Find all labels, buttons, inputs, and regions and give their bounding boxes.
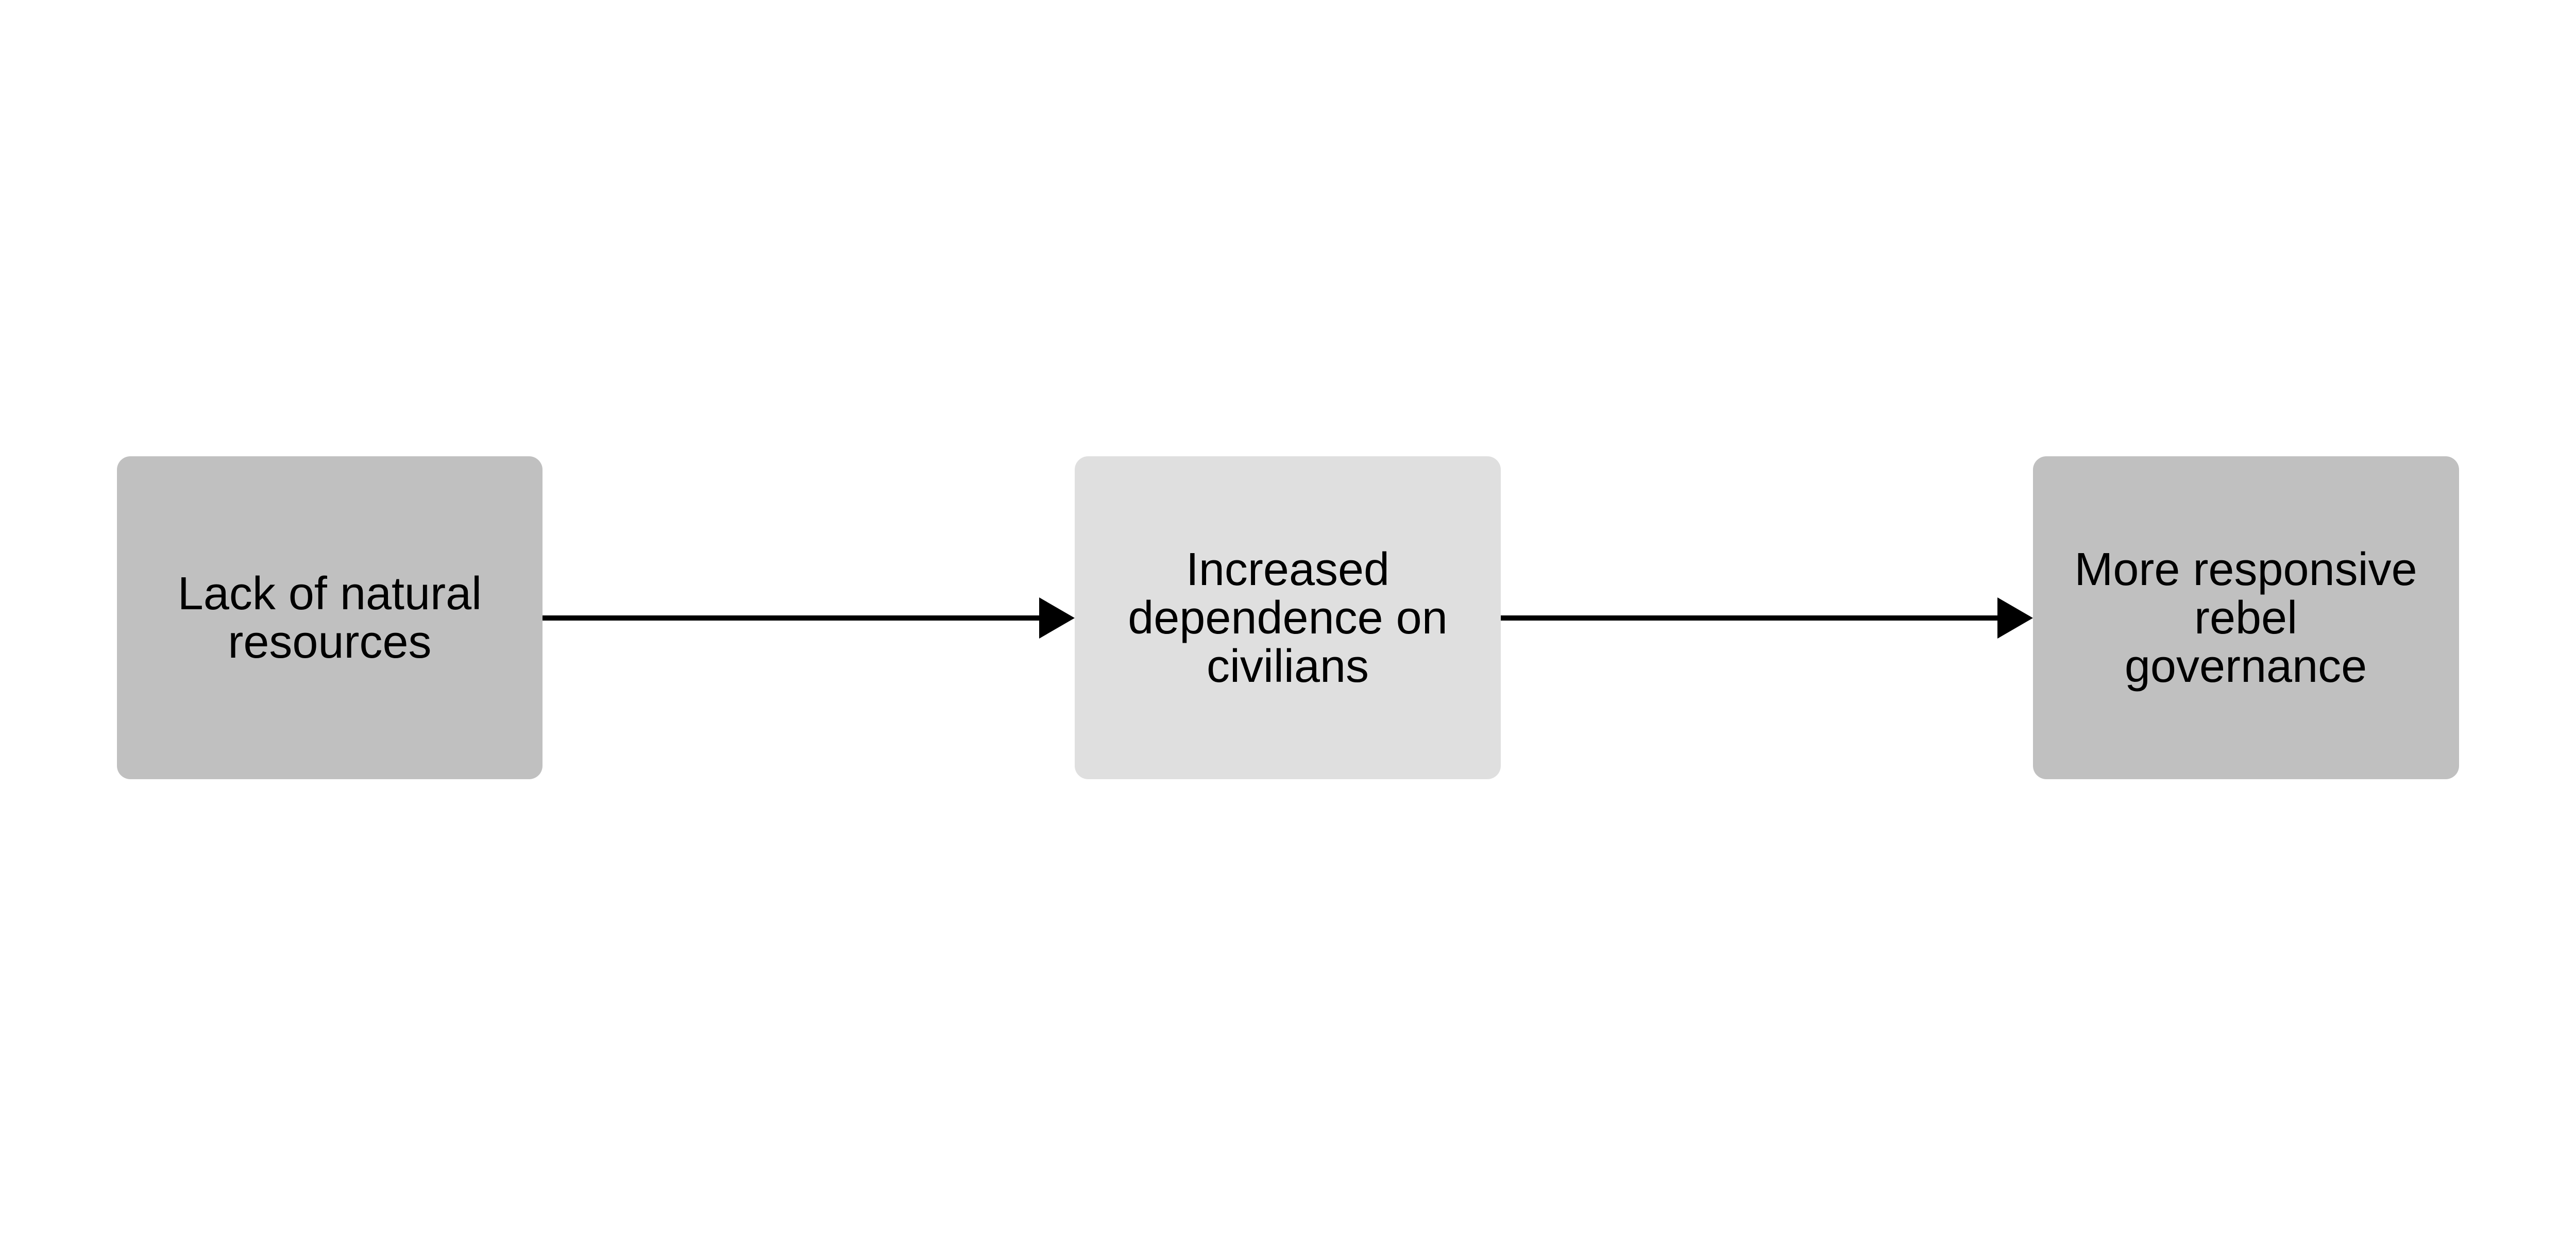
arrow-line: [543, 615, 1040, 621]
arrowhead-icon: [1997, 597, 2033, 639]
node-label: Lack of natural resources: [177, 568, 482, 668]
arrow-2: [1500, 597, 2033, 639]
node-more-responsive-rebel-governance: More responsive rebel governance: [2032, 456, 2459, 779]
node-increased-dependence-on-civilians: Increased dependence on civilians: [1075, 456, 1501, 779]
node-label: More responsive rebel governance: [2074, 543, 2417, 692]
node-lack-of-natural-resources: Lack of natural resources: [116, 456, 543, 779]
arrow-line: [1500, 615, 1997, 621]
arrow-1: [543, 597, 1075, 639]
flow-row: Lack of natural resources Increased depe…: [0, 456, 2576, 779]
node-label: Increased dependence on civilians: [1128, 543, 1448, 692]
arrowhead-icon: [1039, 597, 1075, 639]
